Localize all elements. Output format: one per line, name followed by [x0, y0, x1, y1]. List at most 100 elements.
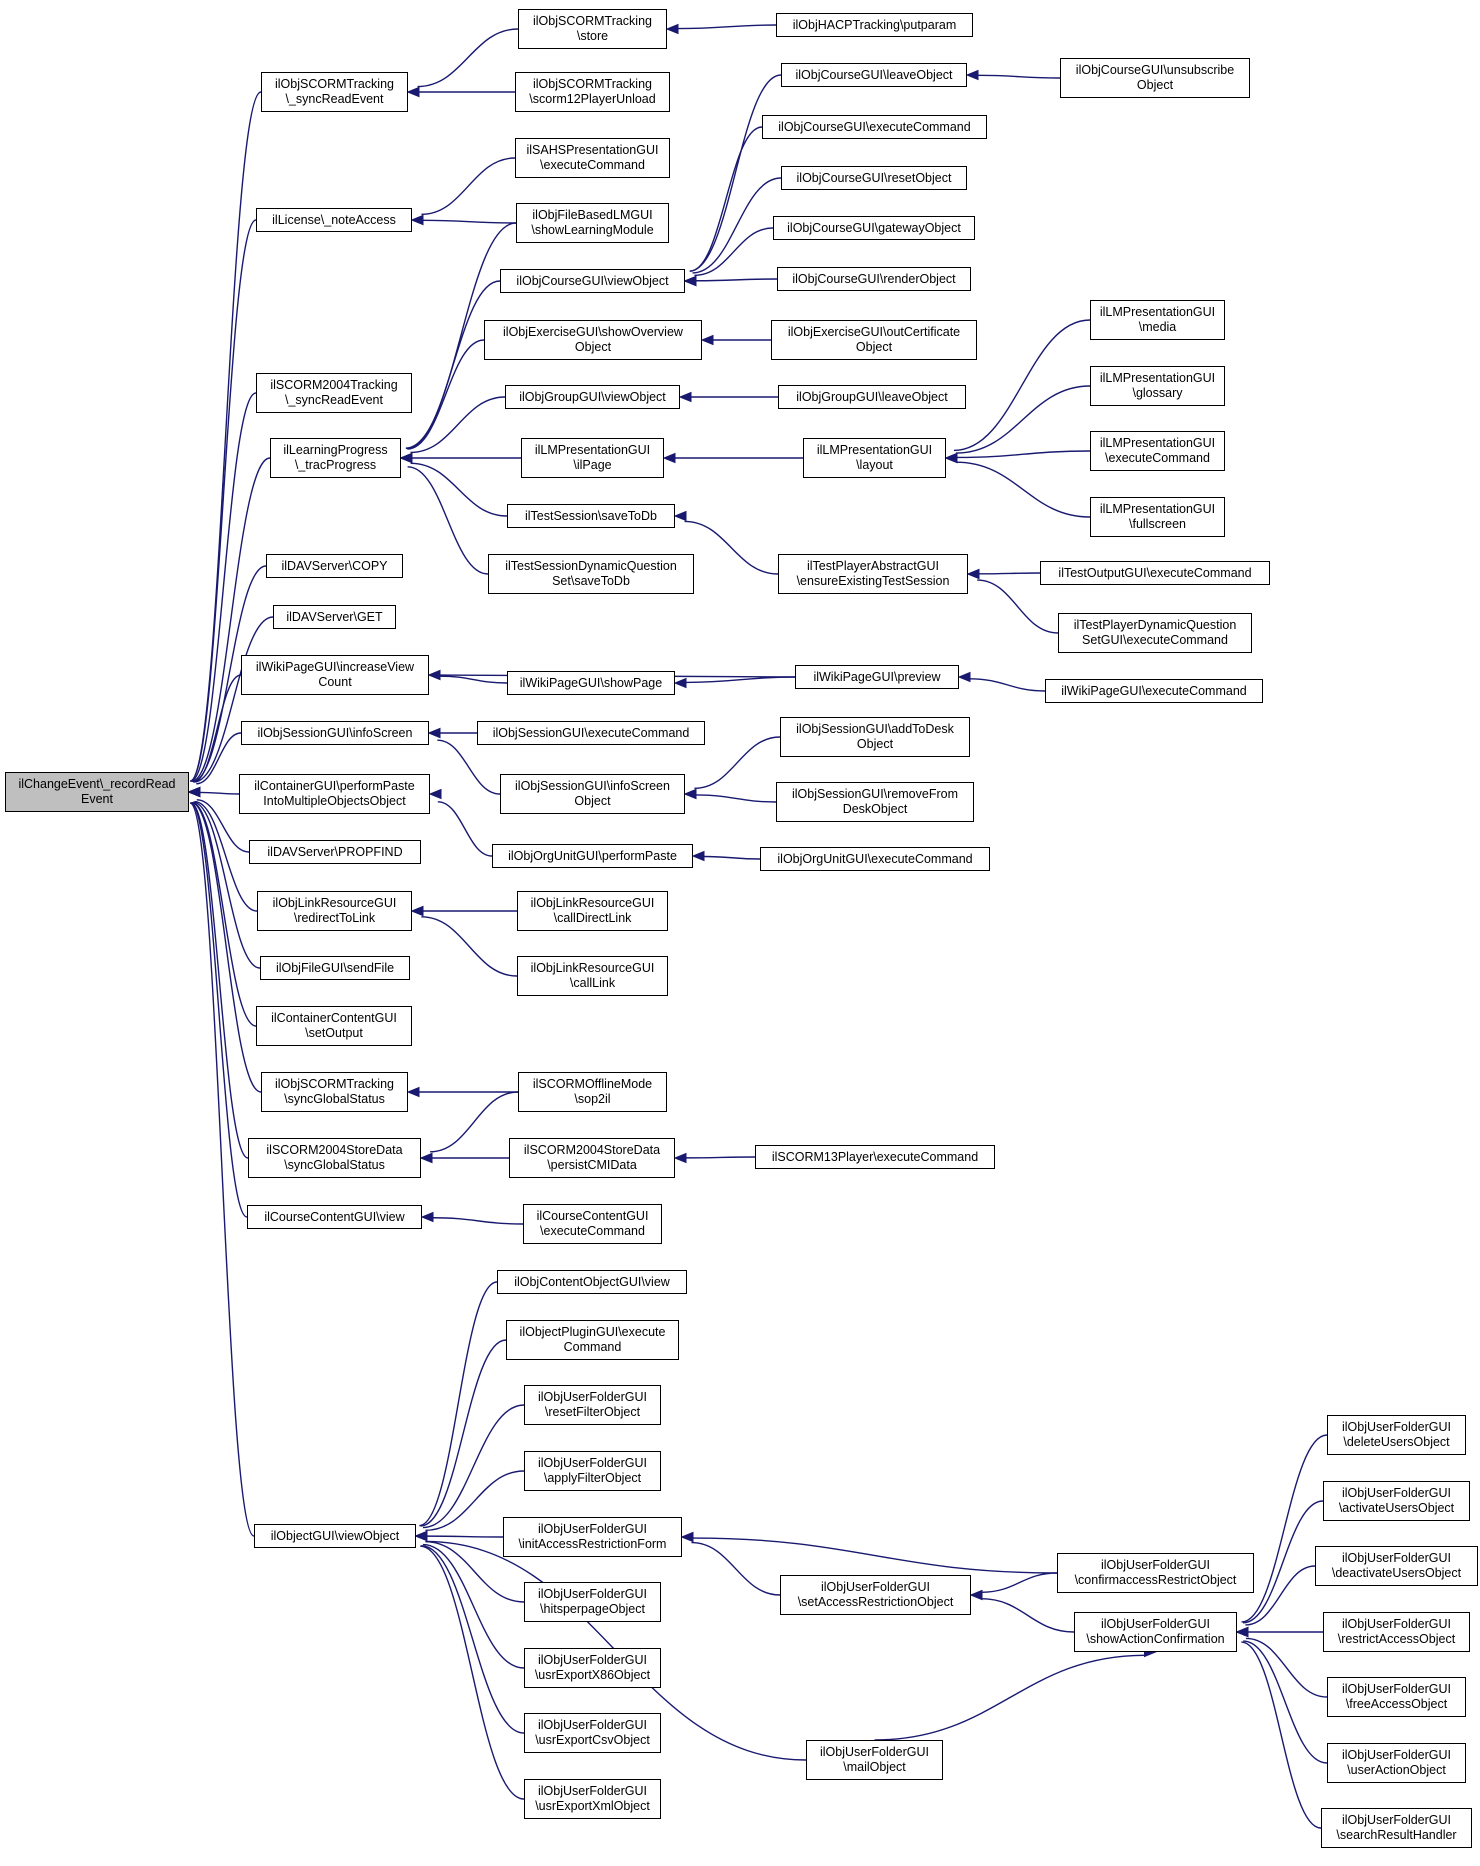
- caller-node-lmp-full[interactable]: ilLMPresentationGUI\fullscreen: [1090, 497, 1225, 537]
- caller-node-lmp-exec[interactable]: ilLMPresentationGUI\executeCommand: [1090, 431, 1225, 471]
- node-label-line: \resetFilterObject: [544, 1405, 641, 1419]
- caller-node-scorm-syncglobal[interactable]: ilObjSCORMTracking\syncGlobalStatus: [261, 1072, 408, 1112]
- caller-node-uf-resetfilter[interactable]: ilObjUserFolderGUI\resetFilterObject: [524, 1385, 661, 1425]
- caller-node-tout-exec[interactable]: ilTestOutputGUI\executeCommand: [1040, 561, 1270, 585]
- caller-node-uf-xml[interactable]: ilObjUserFolderGUI\usrExportXmlObject: [524, 1779, 661, 1819]
- caller-node-crs-render[interactable]: ilObjCourseGUI\renderObject: [777, 267, 971, 291]
- caller-node-sess-info[interactable]: ilObjSessionGUI\infoScreen: [241, 721, 429, 745]
- caller-node-scorm-unload[interactable]: ilObjSCORMTracking\scorm12PlayerUnload: [515, 72, 670, 112]
- caller-node-scorm-store[interactable]: ilObjSCORMTracking\store: [518, 9, 667, 49]
- caller-node-uf-delete[interactable]: ilObjUserFolderGUI\deleteUsersObject: [1327, 1415, 1466, 1455]
- caller-node-uf-showaction[interactable]: ilObjUserFolderGUI\showActionConfirmatio…: [1074, 1612, 1237, 1652]
- caller-node-crs-view[interactable]: ilObjCourseGUI\viewObject: [500, 269, 685, 293]
- caller-node-uf-confirm[interactable]: ilObjUserFolderGUI\confirmaccessRestrict…: [1057, 1553, 1254, 1593]
- caller-node-coursecontent-view[interactable]: ilCourseContentGUI\view: [247, 1205, 422, 1229]
- call-edge: [432, 1217, 524, 1225]
- node-label-line: ilSAHSPresentationGUI: [526, 143, 659, 157]
- node-label-line: ilObjUserFolderGUI: [1100, 1558, 1211, 1572]
- call-edge: [692, 1537, 1058, 1574]
- node-label-line: ilSCORM2004StoreData: [266, 1143, 403, 1157]
- caller-node-s2004store-sync[interactable]: ilSCORM2004StoreData\syncGlobalStatus: [248, 1138, 421, 1178]
- caller-node-s2004-persist[interactable]: ilSCORM2004StoreData\persistCMIData: [509, 1138, 675, 1178]
- caller-node-wiki-show[interactable]: ilWikiPageGUI\showPage: [507, 671, 675, 695]
- caller-node-uf-free[interactable]: ilObjUserFolderGUI\freeAccessObject: [1327, 1677, 1466, 1717]
- call-edge: [694, 736, 781, 790]
- caller-node-sahs-exec[interactable]: ilSAHSPresentationGUI\executeCommand: [515, 138, 670, 178]
- caller-node-org-exec[interactable]: ilObjOrgUnitGUI\executeCommand: [760, 847, 990, 871]
- caller-node-uf-restrict[interactable]: ilObjUserFolderGUI\restrictAccessObject: [1323, 1612, 1470, 1652]
- node-label-line: ilObjUserFolderGUI: [1341, 1617, 1452, 1631]
- caller-node-lmp-page[interactable]: ilLMPresentationGUI\ilPage: [521, 438, 664, 478]
- caller-node-dav-get[interactable]: ilDAVServer\GET: [273, 605, 396, 629]
- caller-node-objgui-view[interactable]: ilObjectGUI\viewObject: [254, 1524, 416, 1548]
- caller-node-uf-activate[interactable]: ilObjUserFolderGUI\activateUsersObject: [1323, 1481, 1470, 1521]
- caller-node-hacp-put[interactable]: ilObjHACPTracking\putparam: [776, 13, 973, 37]
- caller-node-crs-reset[interactable]: ilObjCourseGUI\resetObject: [781, 166, 967, 190]
- node-label-line: \searchResultHandler: [1336, 1828, 1457, 1842]
- caller-node-lmp-layout[interactable]: ilLMPresentationGUI\layout: [803, 438, 946, 478]
- node-label-line: \executeCommand: [1105, 451, 1210, 465]
- caller-node-lmp-media[interactable]: ilLMPresentationGUI\media: [1090, 300, 1225, 340]
- call-edge: [695, 278, 778, 282]
- caller-node-link-call[interactable]: ilObjLinkResourceGUI\callLink: [517, 956, 668, 996]
- caller-node-uf-csv[interactable]: ilObjUserFolderGUI\usrExportCsvObject: [524, 1713, 661, 1753]
- caller-node-tpa-ensure[interactable]: ilTestPlayerAbstractGUI\ensureExistingTe…: [778, 554, 968, 594]
- caller-node-ccgui-exec[interactable]: ilCourseContentGUI\executeCommand: [523, 1204, 662, 1244]
- caller-node-scorm2004-sync[interactable]: ilSCORM2004Tracking\_syncReadEvent: [256, 373, 412, 413]
- caller-node-crs-gateway[interactable]: ilObjCourseGUI\gatewayObject: [773, 216, 975, 240]
- caller-node-scorm-offline[interactable]: ilSCORMOfflineMode\sop2il: [518, 1072, 667, 1112]
- caller-node-link-redirect[interactable]: ilObjLinkResourceGUI\redirectToLink: [257, 891, 412, 931]
- node-label-line: ilCourseContentGUI\view: [264, 1209, 405, 1224]
- edge-arrowhead: [399, 452, 413, 464]
- caller-node-uf-mail[interactable]: ilObjUserFolderGUI\mailObject: [806, 1740, 943, 1780]
- caller-node-uf-initaccess[interactable]: ilObjUserFolderGUI\initAccessRestriction…: [503, 1517, 682, 1557]
- caller-node-scorm-sync[interactable]: ilObjSCORMTracking\_syncReadEvent: [261, 72, 408, 112]
- node-label-line: \setAccessRestrictionObject: [797, 1595, 954, 1609]
- caller-node-fblm-show[interactable]: ilObjFileBasedLMGUI\showLearningModule: [516, 203, 669, 243]
- caller-node-crs-exec[interactable]: ilObjCourseGUI\executeCommand: [762, 115, 987, 139]
- caller-node-uf-search[interactable]: ilObjUserFolderGUI\searchResultHandler: [1321, 1808, 1472, 1848]
- caller-node-uf-useraction[interactable]: ilObjUserFolderGUI\userActionObject: [1327, 1743, 1466, 1783]
- caller-node-crs-leave[interactable]: ilObjCourseGUI\leaveObject: [781, 63, 967, 87]
- caller-node-dav-propfind[interactable]: ilDAVServer\PROPFIND: [249, 840, 421, 864]
- caller-node-lp[interactable]: ilLearningProgress\_tracProgress: [270, 438, 401, 478]
- caller-node-wiki-exec[interactable]: ilWikiPageGUI\executeCommand: [1045, 679, 1263, 703]
- caller-node-s13-exec[interactable]: ilSCORM13Player\executeCommand: [755, 1145, 995, 1169]
- caller-node-dav-copy[interactable]: ilDAVServer\COPY: [266, 554, 403, 578]
- caller-node-uf-hits[interactable]: ilObjUserFolderGUI\hitsperpageObject: [524, 1582, 661, 1622]
- caller-node-license[interactable]: ilLicense\_noteAccess: [256, 208, 412, 232]
- caller-node-ccgui-setout[interactable]: ilContainerContentGUI\setOutput: [256, 1006, 412, 1046]
- call-edge: [189, 802, 255, 1537]
- caller-node-uf-applyfilter[interactable]: ilObjUserFolderGUI\applyFilterObject: [524, 1451, 661, 1491]
- caller-node-org-paste[interactable]: ilObjOrgUnitGUI\performPaste: [492, 844, 693, 868]
- caller-node-lmp-glossary[interactable]: ilLMPresentationGUI\glossary: [1090, 366, 1225, 406]
- caller-node-ts-save[interactable]: ilTestSession\saveToDb: [507, 504, 675, 528]
- caller-node-link-calldirect[interactable]: ilObjLinkResourceGUI\callDirectLink: [517, 891, 668, 931]
- caller-node-wiki-preview[interactable]: ilWikiPageGUI\preview: [795, 665, 959, 689]
- caller-node-file-send[interactable]: ilObjFileGUI\sendFile: [260, 956, 410, 980]
- caller-node-uf-deactivate[interactable]: ilObjUserFolderGUI\deactivateUsersObject: [1315, 1546, 1478, 1586]
- node-label-line: ilObjUserFolderGUI: [820, 1580, 931, 1594]
- caller-node-grp-view[interactable]: ilObjGroupGUI\viewObject: [505, 385, 680, 409]
- call-edge: [422, 219, 517, 224]
- caller-node-uf-setaccess[interactable]: ilObjUserFolderGUI\setAccessRestrictionO…: [780, 1575, 971, 1615]
- caller-node-sess-exec[interactable]: ilObjSessionGUI\executeCommand: [477, 721, 705, 745]
- caller-node-cobj-view[interactable]: ilObjContentObjectGUI\view: [497, 1270, 687, 1294]
- caller-node-grp-leave[interactable]: ilObjGroupGUI\leaveObject: [778, 385, 966, 409]
- node-label-line: ilSCORM2004StoreData: [523, 1143, 661, 1157]
- caller-node-uf-x86[interactable]: ilObjUserFolderGUI\usrExportX86Object: [524, 1648, 661, 1688]
- edge-arrowhead: [683, 275, 697, 287]
- edge-arrowhead: [420, 1211, 434, 1223]
